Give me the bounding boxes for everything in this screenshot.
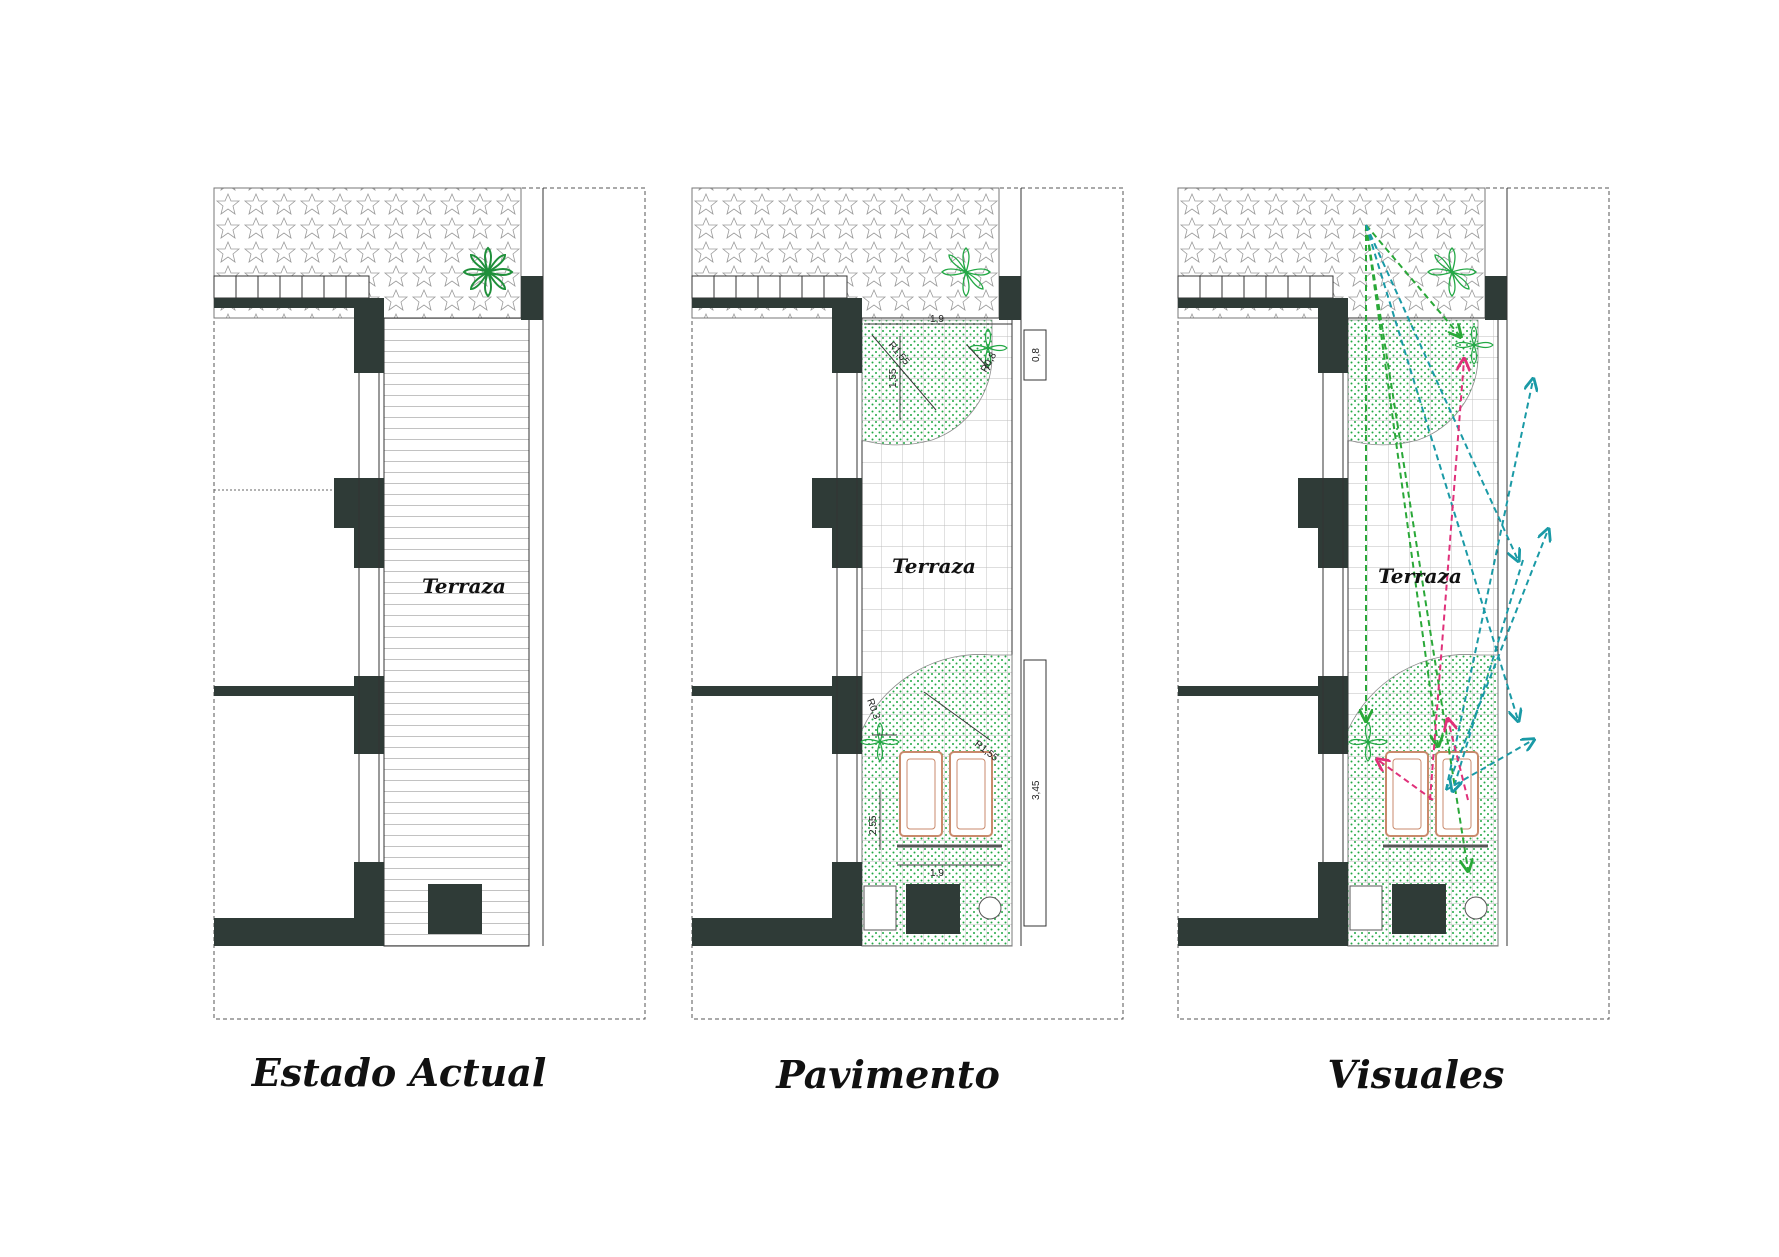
lounger <box>1385 751 1429 837</box>
room-label: Terraza <box>1378 564 1462 588</box>
panel-caption: Visuales <box>1328 1052 1505 1097</box>
plant-icon <box>941 247 991 297</box>
room-label: Terraza <box>892 554 976 578</box>
dim-label: 0,8 <box>1031 348 1042 362</box>
drain-circle <box>978 896 1002 920</box>
chimney-block <box>906 884 960 934</box>
upper-planting-bed <box>861 319 993 446</box>
parapet-blocks <box>213 275 370 299</box>
panel-frame <box>1177 187 1610 1020</box>
room-label: Terraza <box>422 574 506 598</box>
sightlines-teal <box>1365 224 1548 790</box>
sightlines-pink <box>1378 360 1468 801</box>
plant-icon <box>968 328 1008 368</box>
panel-frame <box>213 187 646 1020</box>
dim-label: 1,55 <box>888 368 899 388</box>
chimney-block <box>1392 884 1446 934</box>
lounger <box>899 751 943 837</box>
plant-icon <box>462 246 514 298</box>
dimension-lines <box>864 323 1047 927</box>
plant-icon <box>1454 325 1494 365</box>
dim-label: 3,45 <box>1031 780 1042 800</box>
dim-label: 1,9 <box>930 868 944 879</box>
parapet-blocks <box>691 275 848 299</box>
panel-frame <box>691 187 1124 1020</box>
panel-pavimento: 1,9 R1,55 1,55 R0,8 0,8 R0,3 R1,55 2,55 … <box>691 187 1124 1097</box>
storage-box <box>1349 885 1383 931</box>
upper-planting-bed <box>1347 319 1479 446</box>
plant-icon <box>1427 247 1477 297</box>
dim-label: 1,9 <box>930 314 944 325</box>
terrace-deck-floor <box>383 317 530 947</box>
drain-circle <box>1464 896 1488 920</box>
panel-estado-actual: Terraza Estado Actual <box>213 187 646 1095</box>
plant-icon <box>1348 722 1388 762</box>
lounger <box>949 751 993 837</box>
dim-label: 2,55 <box>868 815 879 835</box>
parapet-blocks <box>1177 275 1334 299</box>
chimney-block <box>428 884 482 934</box>
sightlines-green <box>1366 224 1468 870</box>
lounger <box>1435 751 1479 837</box>
panel-caption: Estado Actual <box>251 1050 547 1095</box>
panel-caption: Pavimento <box>775 1052 1000 1097</box>
storage-box <box>863 885 897 931</box>
panel-visuales: Terraza Visuales <box>1177 187 1610 1097</box>
